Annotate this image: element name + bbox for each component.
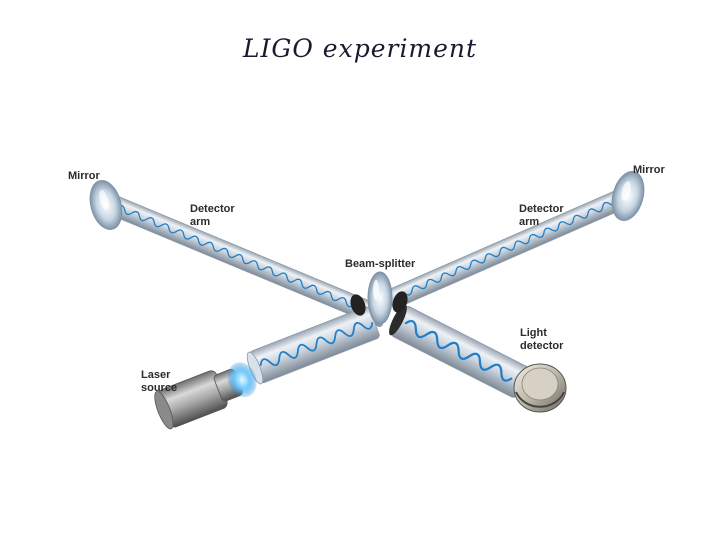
label-beam-splitter: Beam-splitter <box>345 258 416 270</box>
laser-source <box>154 362 257 430</box>
detector-output-arm <box>389 304 530 398</box>
label-mirror-left: Mirror <box>68 170 100 182</box>
splitter-port-right <box>392 291 408 313</box>
page-title: LIGO experiment <box>242 34 478 63</box>
wave-right-arm <box>396 200 618 297</box>
laser-arm <box>246 306 380 385</box>
light-detector <box>513 363 567 413</box>
wave-laser-arm <box>259 321 374 367</box>
label-detector-arm-right: Detector arm <box>519 203 564 228</box>
splitter-port-left <box>350 294 366 316</box>
label-mirror-right: Mirror <box>633 164 665 176</box>
beam-splitter <box>367 271 393 325</box>
label-detector-arm-left: Detector arm <box>190 203 235 228</box>
label-light-detector: Light detector <box>520 327 564 352</box>
detector-arm-right <box>386 186 634 309</box>
wave-left-arm <box>116 204 369 314</box>
mirror-right <box>611 171 645 221</box>
wave-output-arm <box>404 319 513 382</box>
label-laser-source: Laser source <box>141 369 178 394</box>
mirror-left <box>89 180 123 230</box>
